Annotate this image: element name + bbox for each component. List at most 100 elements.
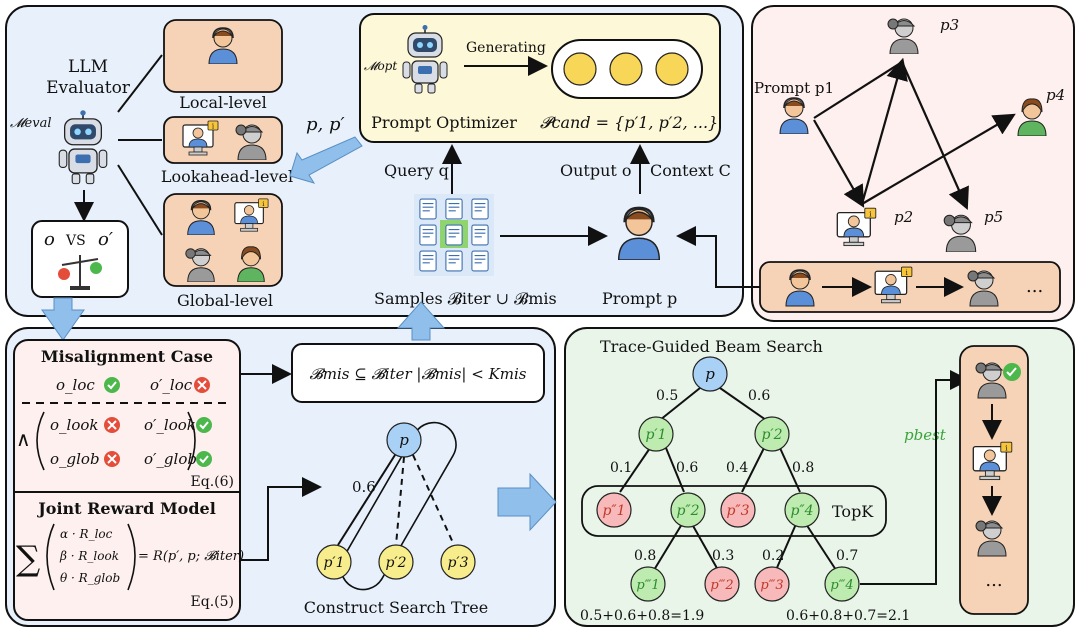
- tree-child-2-label: p′2: [385, 555, 406, 571]
- evaluator-title-line2: Evaluator: [46, 78, 131, 98]
- optimizer-model-label: 𝓜opt: [364, 59, 397, 73]
- tree-child-3-label: p′3: [447, 555, 468, 571]
- beam-l3-label-3: p‴3: [760, 578, 783, 593]
- beam-l2-label-4: p″4: [790, 503, 813, 519]
- beam-edge-9: 0.2: [762, 548, 784, 564]
- beam-edge-5: 0.4: [726, 460, 748, 476]
- beam-edge-10: 0.7: [836, 548, 858, 564]
- candidate-set-label: 𝓟cand = {p′1, p′2, ...}: [540, 113, 718, 132]
- beam-l3-node-1: [630, 566, 666, 602]
- beam-root-label: p: [705, 365, 715, 383]
- samples-label: Samples 𝓑iter ∪ 𝓑mis: [374, 289, 557, 308]
- beam-tree-edges: [619, 387, 837, 571]
- check-icon: [104, 377, 120, 393]
- beam-edge-6: 0.8: [792, 460, 814, 476]
- beam-l3-node-4: [824, 566, 860, 602]
- beam-l2-label-2: p″2: [676, 503, 699, 519]
- joint-reward-title: Joint Reward Model: [36, 499, 216, 518]
- agent-p2-label: p2: [894, 208, 913, 226]
- constraint-box: [291, 343, 545, 403]
- beam-l3-node-2: [704, 566, 740, 602]
- o-glob: o_glob: [50, 450, 100, 468]
- o-look-prime: o′_look: [144, 416, 196, 434]
- candidate-circle-3: [655, 52, 689, 86]
- tree-child-1-node: [316, 544, 352, 580]
- local-level-label: Local-level: [179, 93, 267, 112]
- best-path-arrow: [860, 370, 970, 585]
- beam-edge-8: 0.3: [712, 548, 734, 564]
- up-arrow-to-samples: [396, 301, 446, 341]
- candidate-pair-label: p, p′: [306, 114, 345, 135]
- term-glob: θ · R_glob: [60, 571, 120, 585]
- samples-grid-icon: [414, 194, 494, 276]
- o-look: o_look: [50, 416, 98, 434]
- beam-edge-1: 0.5: [656, 388, 678, 404]
- o-glob-prime: o′_glob: [144, 450, 197, 468]
- agent-p5-label: p5: [984, 208, 1003, 226]
- beam-edge-4: 0.6: [676, 460, 698, 476]
- beam-root-node: [692, 356, 728, 392]
- reward-expression: = R(p′, p; 𝓑iter): [138, 549, 244, 564]
- eq5-label: Eq.(5): [191, 594, 234, 610]
- trace-ellipsis: ...: [1026, 276, 1043, 297]
- beam-edge-3: 0.1: [610, 460, 632, 476]
- topk-label: TopK: [832, 502, 874, 521]
- evaluator-title-line1: LLM: [68, 57, 108, 77]
- beam-l1-node-1: [638, 416, 674, 452]
- compare-o: o: [44, 229, 55, 250]
- beam-sum-left: 0.5+0.6+0.8=1.9: [580, 608, 704, 624]
- lookahead-level-label: Lookahead-level: [161, 167, 293, 186]
- panel-bottom-right: [564, 327, 1075, 627]
- compare-o-prime: o′: [98, 229, 113, 250]
- beam-search-title: Trace-Guided Beam Search: [600, 337, 823, 356]
- agent-p3-label: p3: [940, 16, 959, 34]
- panel-top-right: [751, 5, 1075, 322]
- best-prompt-label: pbest: [904, 426, 947, 444]
- beam-edge-7: 0.8: [634, 548, 656, 564]
- beam-l3-label-2: p‴2: [710, 578, 733, 593]
- misalignment-title: Misalignment Case: [41, 347, 213, 366]
- and-symbol: ∧: [16, 427, 31, 451]
- beam-l1-label-2: p′2: [761, 427, 782, 443]
- trace-to-prompt-arrow: [676, 226, 760, 288]
- reward-to-tree-arrow: [240, 477, 322, 561]
- beam-l3-label-1: p‴1: [636, 578, 659, 593]
- tree-root-label: p: [399, 431, 409, 449]
- tree-caption: Construct Search Tree: [304, 598, 488, 617]
- output-label: Output o: [560, 161, 632, 180]
- beam-l2-node-1: [596, 492, 632, 528]
- optimizer-title: Prompt Optimizer: [371, 113, 517, 132]
- to-beam-search-arrow: [497, 472, 557, 532]
- query-label: Query q: [384, 161, 449, 180]
- feedback-arrow: [289, 136, 363, 184]
- misalignment-box: [13, 339, 241, 621]
- prompt-p1-label: Prompt p1: [754, 79, 834, 97]
- beam-l1-node-2: [754, 416, 790, 452]
- context-label: Context C: [650, 161, 731, 180]
- check-icon: [196, 451, 212, 467]
- tree-edge-weight: 0.6: [352, 478, 376, 496]
- trajectory-edges: [813, 57, 1016, 211]
- sum-symbol: ∑: [16, 539, 40, 579]
- prompt-label: Prompt p: [602, 289, 677, 308]
- selected-path-outline: [340, 421, 457, 591]
- scale-icon: [58, 255, 102, 290]
- check-icon: [196, 417, 212, 433]
- tree-child-2-node: [378, 544, 414, 580]
- beam-l2-node-2: [670, 492, 706, 528]
- term-look: β · R_look: [59, 549, 119, 563]
- beam-edge-2: 0.6: [748, 388, 770, 404]
- beam-l2-label-3: p″3: [726, 503, 749, 519]
- beam-l2-label-1: p″1: [602, 503, 625, 519]
- tree-child-1-label: p′1: [323, 555, 344, 571]
- global-level-label: Global-level: [177, 291, 273, 310]
- eq6-label: Eq.(6): [191, 474, 234, 490]
- term-loc: α · R_loc: [60, 527, 113, 541]
- down-arrow-to-misalignment: [41, 297, 85, 341]
- beam-sum-right: 0.6+0.8+0.7=2.1: [786, 608, 910, 624]
- beam-l1-label-1: p′1: [645, 427, 666, 443]
- o-loc: o_loc: [56, 376, 95, 394]
- generating-label: Generating: [466, 40, 546, 56]
- beam-l2-node-3: [720, 492, 756, 528]
